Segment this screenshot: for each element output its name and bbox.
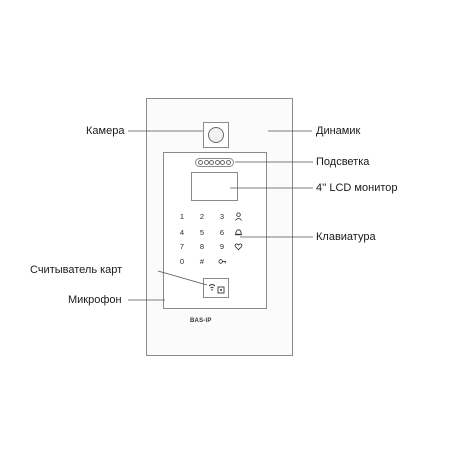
key-user-icon <box>232 212 244 223</box>
led <box>225 160 231 165</box>
key-icon <box>217 259 226 264</box>
key-7: 7 <box>179 242 185 251</box>
key-2: 2 <box>199 212 205 221</box>
key-6: 6 <box>219 228 225 237</box>
brand-logo: BAS-IP <box>190 318 212 324</box>
key-1: 1 <box>179 212 185 221</box>
key-heart-icon <box>232 242 244 253</box>
label-speaker: Динамик <box>316 125 361 137</box>
key-hash: # <box>199 257 205 266</box>
heart-icon <box>234 243 242 251</box>
label-backlight: Подсветка <box>316 156 370 168</box>
bell-icon <box>234 229 242 236</box>
label-card-reader: Считыватель карт <box>30 264 123 276</box>
lcd-monitor <box>191 172 238 201</box>
label-keypad: Клавиатура <box>316 231 376 243</box>
key-0: 0 <box>179 257 185 266</box>
led <box>209 160 215 165</box>
card-reader <box>203 278 229 298</box>
key-bell-icon <box>232 228 244 239</box>
led <box>214 160 220 165</box>
backlight-led-strip <box>195 158 234 167</box>
nfc-card-icon <box>208 284 225 294</box>
user-icon <box>234 212 242 221</box>
key-3: 3 <box>219 212 225 221</box>
label-microphone: Микрофон <box>68 294 122 306</box>
keypad: 1 2 3 4 5 6 7 8 9 0 # <box>176 212 251 268</box>
key-8: 8 <box>199 242 205 251</box>
camera-lens <box>208 127 224 143</box>
key-key-icon <box>216 257 228 268</box>
led <box>220 160 226 165</box>
led <box>198 160 204 165</box>
key-9: 9 <box>219 242 225 251</box>
key-4: 4 <box>179 228 185 237</box>
callout-line-card-reader <box>157 270 208 286</box>
label-camera: Камера <box>86 125 125 137</box>
label-lcd-monitor: 4'' LCD монитор <box>316 182 398 194</box>
key-5: 5 <box>199 228 205 237</box>
led <box>203 160 209 165</box>
